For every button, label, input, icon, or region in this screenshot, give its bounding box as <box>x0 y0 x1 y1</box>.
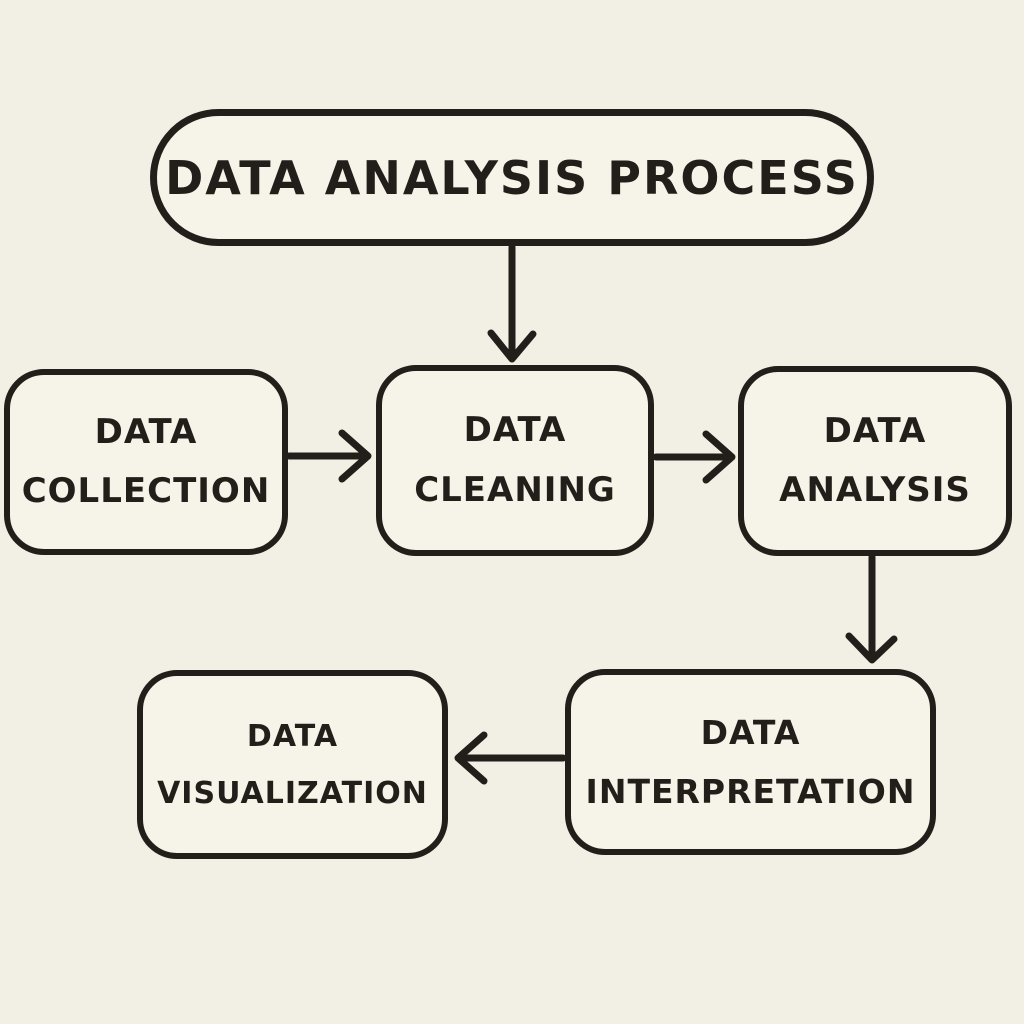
node-data-visualization: DATA VISUALIZATION <box>137 670 448 859</box>
arrow-analysis-to-interpretation <box>845 553 898 664</box>
node-title: DATA ANALYSIS PROCESS <box>150 109 874 246</box>
node-data-visualization-label-line1: DATA <box>246 718 339 754</box>
arrow-title-to-cleaning <box>487 243 537 363</box>
node-data-cleaning-label-line2: CLEANING <box>414 469 616 510</box>
node-data-cleaning: DATA CLEANING <box>376 365 654 556</box>
node-data-analysis-label-line2: ANALYSIS <box>779 470 971 510</box>
arrow-collection-to-cleaning <box>285 429 372 483</box>
node-data-interpretation-label-line2: INTERPRETATION <box>585 772 916 811</box>
arrow-cleaning-to-analysis <box>652 430 736 484</box>
node-title-label: DATA ANALYSIS PROCESS <box>165 150 859 205</box>
node-data-analysis: DATA ANALYSIS <box>738 366 1012 556</box>
node-data-cleaning-label-line1: DATA <box>463 410 567 450</box>
node-data-analysis-label-line1: DATA <box>823 410 927 451</box>
node-data-collection: DATA COLLECTION <box>4 369 288 555</box>
node-data-interpretation-label-line1: DATA <box>700 712 801 752</box>
node-data-interpretation: DATA INTERPRETATION <box>565 669 936 855</box>
node-data-collection-label-line1: DATA <box>94 411 198 452</box>
node-data-visualization-label-line2: VISUALIZATION <box>157 775 428 811</box>
arrow-interpretation-to-visualization <box>454 731 567 785</box>
node-data-collection-label-line2: COLLECTION <box>21 471 271 511</box>
